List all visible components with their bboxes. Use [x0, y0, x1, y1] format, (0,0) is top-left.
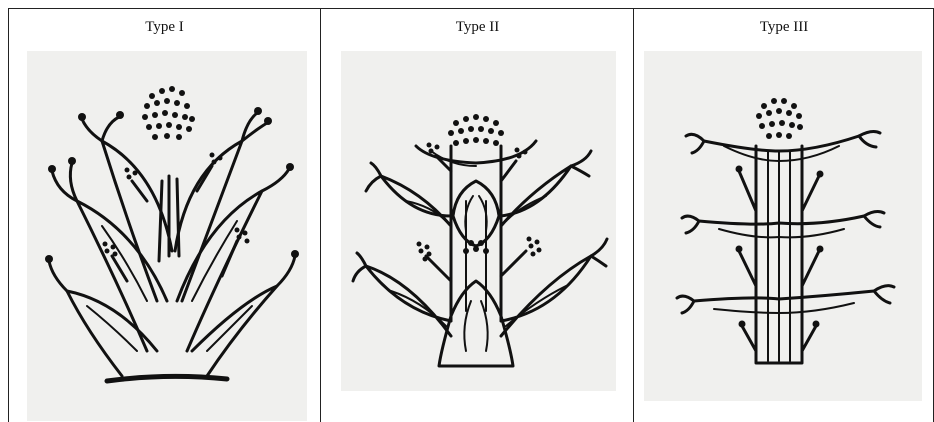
- column-type-1: Type I: [9, 9, 320, 422]
- column-type-3: Type III: [633, 9, 934, 422]
- column-label: Type I: [9, 19, 320, 36]
- column-label: Type III: [634, 19, 934, 36]
- columnar-stem-plant-icon: [644, 51, 922, 401]
- sheathed-stem-plant-icon: [341, 51, 616, 391]
- column-label: Type II: [321, 19, 634, 36]
- figure-table: Type I: [8, 8, 934, 422]
- branched-leafy-plant-icon: [27, 51, 307, 421]
- column-type-2: Type II: [320, 9, 634, 422]
